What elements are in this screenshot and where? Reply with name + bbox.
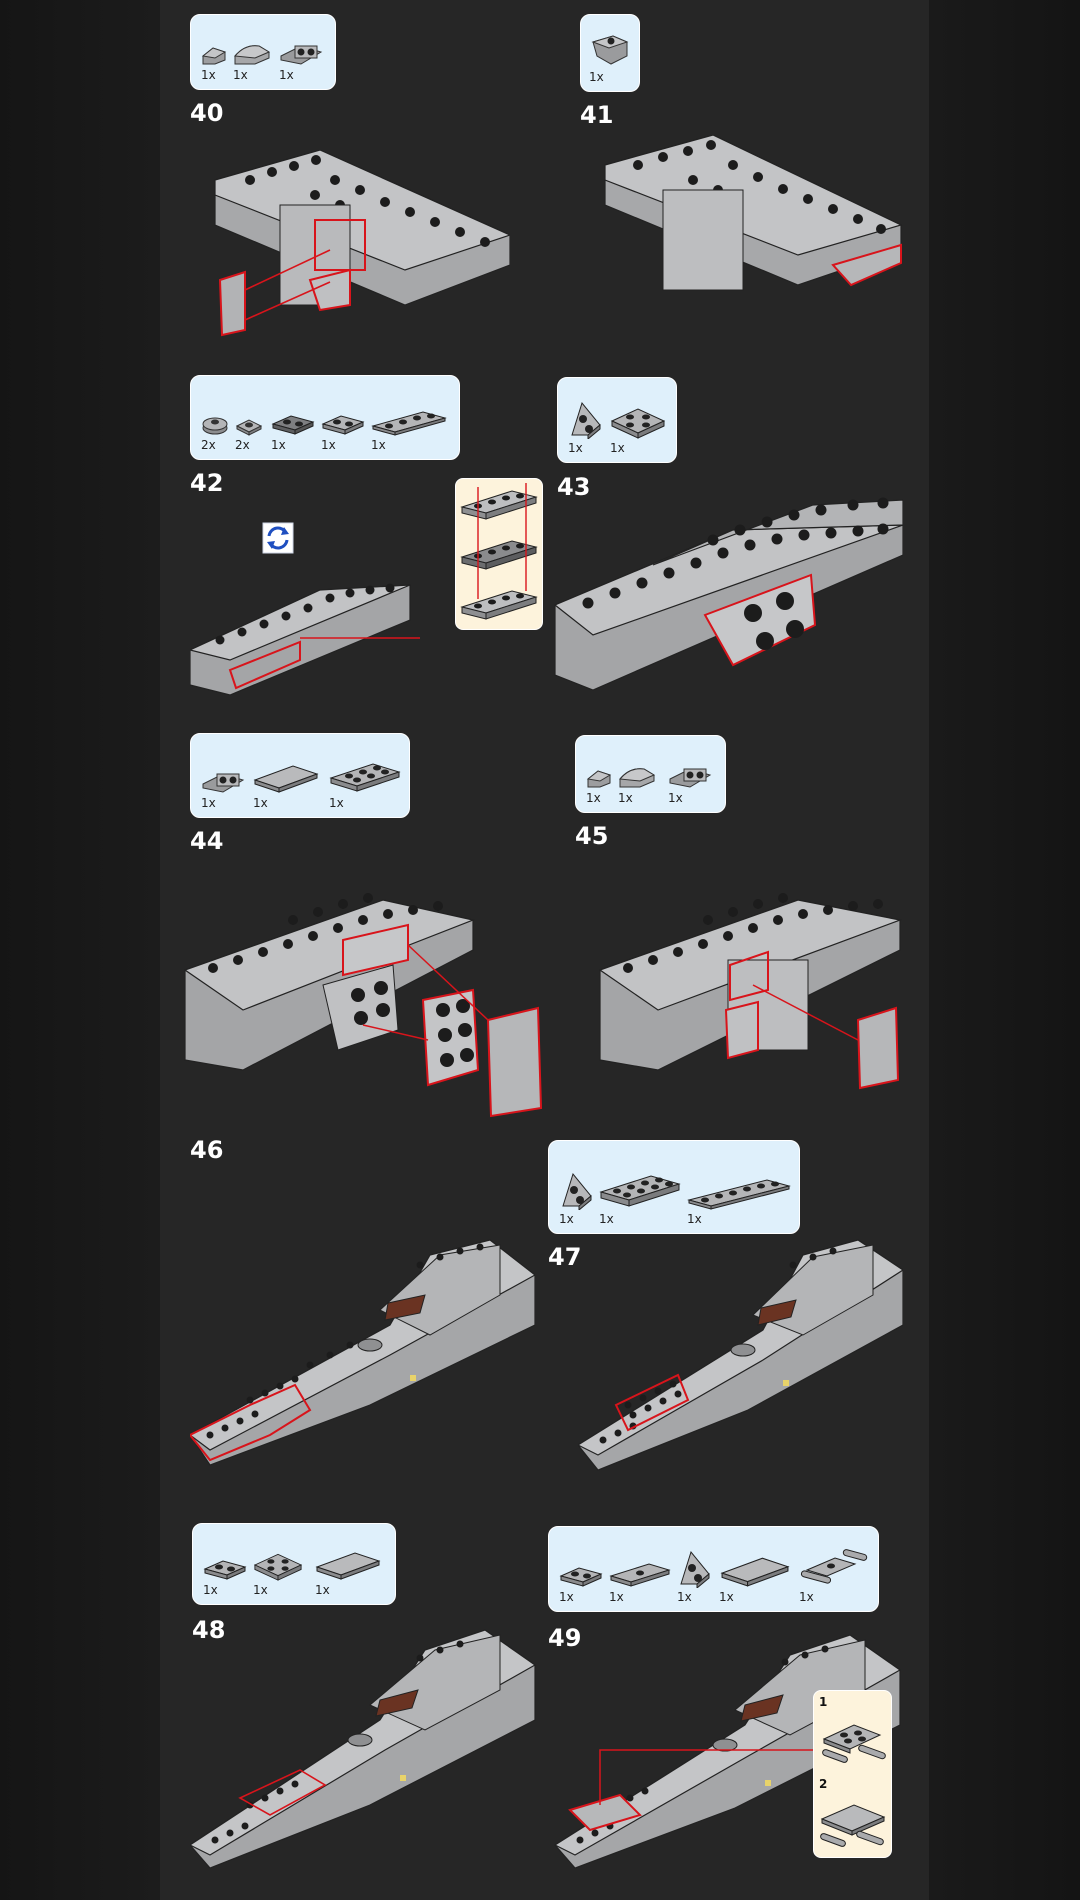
step-number: 49: [548, 1624, 582, 1652]
step-number: 46: [190, 1136, 224, 1164]
step-number: 44: [190, 827, 224, 855]
part-item: 1x: [271, 412, 315, 451]
part-item: 1x: [253, 762, 319, 809]
part-item: 1x: [687, 1176, 791, 1225]
tile-2x3-icon: [720, 1557, 790, 1587]
wedge-plate-icon: [571, 401, 601, 439]
model-step-47: [578, 1239, 903, 1471]
model-step-40: [214, 150, 510, 337]
bar-holder-icon: [800, 1549, 868, 1584]
bracket-plate-icon: [202, 773, 245, 793]
inverted-slope-icon: [591, 35, 629, 65]
rotate-model-icon: [262, 522, 294, 554]
parts-box-step-44: 1x 1x 1x: [190, 733, 410, 818]
part-item: 2x: [235, 414, 263, 451]
parts-box-step-47: 1x 1x 1x: [548, 1140, 800, 1234]
part-item: 1x: [586, 767, 614, 804]
part-item: 1x: [253, 1549, 303, 1596]
plate-1x6-icon: [687, 1179, 791, 1210]
jumper-plate-icon: [235, 419, 263, 436]
slope-brick-icon: [586, 770, 612, 788]
part-item: 1x: [599, 1170, 681, 1225]
step-number: 42: [190, 469, 224, 497]
wedge-plate-icon: [562, 1172, 592, 1210]
model-step-46: [190, 1239, 535, 1466]
part-item: 1x: [568, 399, 604, 454]
part-item: 1x: [201, 44, 229, 81]
model-step-41: [604, 135, 903, 291]
slope-brick-icon: [201, 47, 227, 65]
plate-1x2-icon: [203, 1560, 247, 1580]
bar-holder-assembly-icon: [822, 1724, 886, 1763]
parts-box-step-49: 1x 1x 1x 1x 1x: [548, 1526, 879, 1612]
part-item: 1x: [329, 758, 401, 809]
part-item: 2x: [201, 414, 229, 451]
step-number: 48: [192, 1616, 226, 1644]
step-number: 40: [190, 99, 224, 127]
part-item: 1x: [618, 765, 656, 804]
parts-box-step-43: 1x 1x: [557, 377, 677, 463]
sub-assembly-callout: 1 2: [813, 1690, 892, 1858]
parts-box-step-45: 1x 1x 1x: [575, 735, 726, 813]
substep-number: 2: [819, 1777, 828, 1791]
part-item: 1x: [279, 40, 323, 81]
bracket-plate-icon: [280, 45, 323, 65]
curved-slope-icon: [234, 45, 271, 65]
substep-number: 1: [819, 1695, 828, 1709]
parts-box-step-48: 1x 1x 1x: [192, 1523, 396, 1605]
plate-2x2-icon: [253, 1553, 303, 1581]
plate-2x4-icon: [599, 1175, 681, 1207]
part-item: 1x: [610, 403, 666, 454]
round-plate-icon: [202, 417, 228, 435]
tile-2x3-icon: [315, 1552, 381, 1580]
parts-box-step-41: 1x: [580, 14, 640, 92]
model-step-43: [553, 497, 903, 691]
plate-1x2-icon: [321, 415, 365, 435]
part-item: 1x: [668, 763, 712, 804]
background-right: [929, 0, 1080, 1900]
model-step-44: [183, 893, 543, 1118]
part-item: 1x: [201, 768, 245, 809]
parts-box-step-42: 2x 2x 1x 1x 1x: [190, 375, 460, 460]
plate-1x2-icon: [559, 1567, 603, 1587]
part-item: 1x: [589, 32, 631, 83]
part-item: 1x: [321, 412, 365, 451]
part-item: 1x: [315, 1549, 381, 1596]
bracket-plate-icon: [669, 768, 712, 788]
part-item: 1x: [371, 408, 447, 451]
sub-assembly-callout: [455, 478, 543, 630]
part-item: 1x: [233, 42, 271, 81]
model-step-45: [598, 893, 903, 1090]
model-step-42: [190, 583, 420, 696]
curved-slope-icon: [619, 768, 656, 788]
step-number: 43: [557, 473, 591, 501]
stacked-plates-icon: [460, 483, 538, 620]
part-item: 1x: [559, 1564, 603, 1603]
plate-2x2-icon: [610, 408, 666, 439]
part-item: 1x: [203, 1557, 247, 1596]
part-item: 1x: [677, 1548, 713, 1603]
step-number: 47: [548, 1243, 582, 1271]
part-item: 1x: [559, 1170, 595, 1225]
plate-1x2-icon: [271, 415, 315, 435]
tile-2x3-icon: [253, 765, 319, 793]
tile-bar-assembly-icon: [820, 1804, 886, 1847]
model-step-48: [190, 1629, 537, 1869]
step-number: 45: [575, 822, 609, 850]
part-item: 1x: [719, 1554, 791, 1603]
step-number: 41: [580, 101, 614, 129]
plate-1x4-icon: [371, 411, 447, 436]
part-item: 1x: [609, 1560, 671, 1603]
part-item: 1x: [799, 1548, 871, 1603]
plate-2x3-icon: [329, 763, 401, 792]
parts-box-step-40: 1x 1x 1x: [190, 14, 336, 90]
background-left: [0, 0, 160, 1900]
jumper-plate-icon: [609, 1563, 671, 1587]
wedge-plate-icon: [680, 1550, 710, 1588]
